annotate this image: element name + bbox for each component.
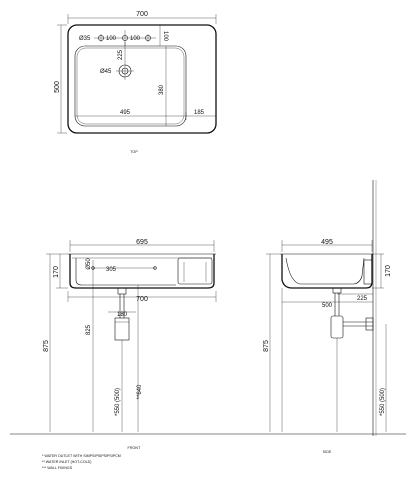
dim-top-width: 700 xyxy=(136,11,148,18)
dim-front-tap-hole: Ø50 xyxy=(86,258,92,270)
dim-front-tap-spacing: 305 xyxy=(106,267,117,273)
side-view: 495 170 225 500 875 *550 (500) SIDE xyxy=(263,180,392,454)
note-2: ** WATER INLET (HOT-COLD) xyxy=(42,460,91,464)
dim-front-wall-height: 875 xyxy=(43,340,50,352)
basin-outline-top xyxy=(67,24,217,134)
basin-front-outline xyxy=(69,254,215,289)
dim-top-bowl-width: 495 xyxy=(120,110,131,116)
dim-side-outlet-depth: 500 xyxy=(322,303,333,309)
notes: * WATER OUTLET WITH SIMPSIPSIPSIPSIPCM *… xyxy=(42,454,121,470)
dim-top-gap1: 100 xyxy=(106,36,117,42)
caption-front: FRONT xyxy=(128,446,142,450)
dim-front-bowl-width: 695 xyxy=(136,239,148,246)
dim-top-tap-offset: 100 xyxy=(162,31,168,42)
dim-side-wall-height: 875 xyxy=(263,340,270,352)
front-view: 695 170 Ø50 305 700 180 875 825 *55 xyxy=(43,239,217,450)
note-3: *** WALL FIXINGS xyxy=(42,466,73,470)
dim-side-height: 170 xyxy=(385,265,392,277)
dim-front-height: 170 xyxy=(53,266,60,278)
dim-top-depth: 500 xyxy=(54,81,61,93)
basin-side-outline xyxy=(281,254,373,289)
side-trap xyxy=(330,315,344,339)
dim-front-trap-width: 180 xyxy=(117,312,128,318)
note-1: * WATER OUTLET WITH SIMPSIPSIPSIPSIPCM xyxy=(42,454,121,458)
dim-top-side: 185 xyxy=(194,110,205,116)
front-trap xyxy=(114,317,130,341)
dim-side-outlet-height: *550 (500) xyxy=(380,388,386,416)
dim-top-hole-center: 225 xyxy=(118,49,124,60)
dim-front-inlet-height: **640 xyxy=(137,384,143,399)
dim-side-wall-distance: 225 xyxy=(357,296,368,302)
dim-top-drain: Ø45 xyxy=(100,69,112,75)
dim-top-hole: Ø35 xyxy=(79,36,91,42)
top-view: 700 500 Ø35 100 100 100 225 Ø45 380 495 … xyxy=(54,11,217,154)
dim-top-gap2: 100 xyxy=(130,36,141,42)
dim-side-depth: 495 xyxy=(321,239,333,246)
bowl-outline-top xyxy=(74,45,187,127)
dim-front-overall-width: 700 xyxy=(136,296,148,303)
dim-front-trap-height: 825 xyxy=(86,324,92,335)
dim-front-outlet-height: *550 (500) xyxy=(115,388,121,416)
caption-top: TOP xyxy=(130,150,138,154)
dim-top-bowl-depth: 380 xyxy=(159,84,165,95)
caption-side: SIDE xyxy=(323,450,332,454)
